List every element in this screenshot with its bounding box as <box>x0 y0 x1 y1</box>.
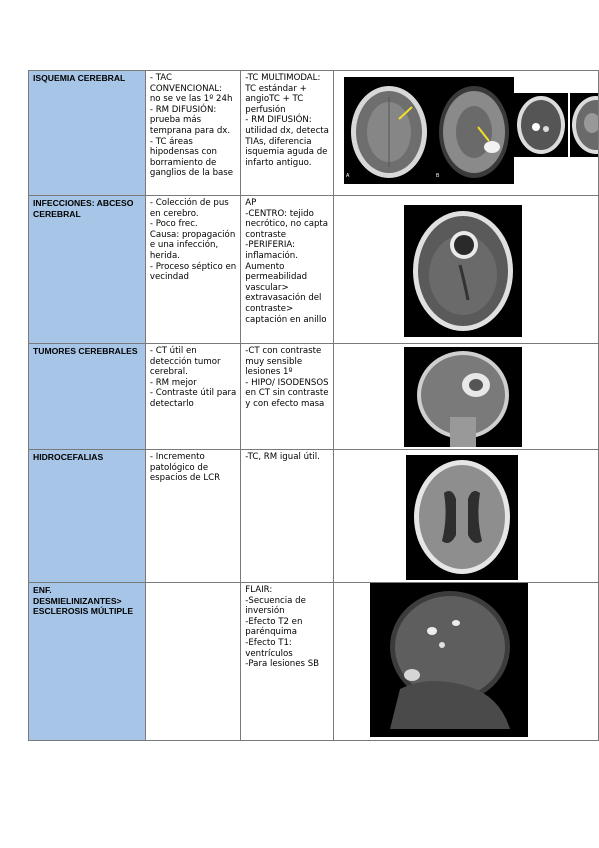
cell-line: utilidad dx, detecta <box>245 125 329 136</box>
cell-line: - TAC <box>149 73 173 83</box>
table-row: INFECCIONES: ABCESO CEREBRAL - Colección… <box>28 195 599 344</box>
cell-line: - RM DIFUSIÓN: <box>245 115 312 126</box>
cell-line: -Efecto T2 en <box>245 616 303 627</box>
category-cell: ENF. DESMIELINIZANTES> ESCLEROSIS MÚLTIP… <box>28 582 146 741</box>
cell-line: - Proceso séptico en <box>149 261 237 272</box>
cell-line: herida. <box>149 250 180 261</box>
category-cell: HIDROCEFALIAS <box>28 449 146 583</box>
cell-line: lesiones 1º <box>245 367 293 378</box>
cell-line: captación en anillo <box>245 314 327 325</box>
cell-line: ventrículos <box>245 648 293 659</box>
cell-line: - CT útil en <box>149 346 197 356</box>
cell-line: -TC MULTIMODAL: <box>245 73 321 83</box>
cell-line: TIAs, diferencia <box>245 136 312 147</box>
image-cell <box>332 582 599 741</box>
category-cell: TUMORES CEREBRALES <box>28 343 146 450</box>
cell-line: espacios de LCR <box>149 473 221 484</box>
image-cell <box>332 449 599 583</box>
cell-line: temprana para dx. <box>149 125 231 136</box>
cell-line: -CENTRO: tejido <box>245 208 314 219</box>
cell-line: necrótico, no capta <box>245 219 329 230</box>
cell-line: borramiento de <box>149 157 217 168</box>
cell-line: ganglios de la base <box>149 168 234 179</box>
cell-line: en CT sin contraste <box>245 388 329 399</box>
image-cell <box>332 195 599 344</box>
cell-line: inversión <box>245 606 285 617</box>
cell-line: -Para lesiones SB <box>245 659 320 670</box>
table-row: ENF. DESMIELINIZANTES> ESCLEROSIS MÚLTIP… <box>28 582 599 741</box>
cell-line: angioTC + TC <box>245 94 304 105</box>
cell-line: vascular> <box>245 282 289 293</box>
cell-line: patológico de <box>149 462 209 473</box>
cell-line: muy sensible <box>245 356 303 367</box>
category-cell: INFECCIONES: ABCESO CEREBRAL <box>28 195 146 344</box>
cell-line: Causa: propagación <box>149 229 236 240</box>
cell-line: permeabilidad <box>245 272 308 283</box>
dwi-scan-image: B <box>433 77 514 184</box>
cell-line: FLAIR: <box>245 585 273 595</box>
cell-line: hipodensas con <box>149 147 217 158</box>
ct-scan-image: A <box>343 77 434 184</box>
cell-line: - Colección de pus <box>149 198 229 208</box>
cell-line: y con efecto masa <box>245 398 325 409</box>
cell-line: detectarlo <box>149 398 194 409</box>
cell-line: TC estándar + <box>245 83 307 94</box>
abscess-ct-image <box>403 205 522 337</box>
cell-line: - RM mejor <box>149 377 197 388</box>
advanced-cell: -TC MULTIMODAL:TC estándar +angioTC + TC… <box>240 70 334 196</box>
cell-line: perfusión <box>245 104 286 115</box>
cell-line: contraste> <box>245 303 294 314</box>
cell-line: isquemia aguda de <box>245 147 328 158</box>
cell-line: - Poco frec. <box>149 219 198 230</box>
panel-label: B <box>435 171 440 182</box>
cell-line: e una infección, <box>149 240 219 251</box>
cell-line: parénquima <box>245 627 298 638</box>
image-cell <box>332 343 599 450</box>
cell-line: - Contraste útil para <box>149 388 237 399</box>
cell-line: - TC áreas <box>149 136 193 147</box>
cell-line: - RM DIFUSIÓN: <box>149 104 217 115</box>
conventional-cell <box>144 582 242 741</box>
cell-line: vecindad <box>149 272 189 283</box>
panel-label: A <box>345 171 350 182</box>
flair-mri-image <box>369 583 528 737</box>
cell-line: no se ve las 1º 24h <box>149 94 233 105</box>
cell-line: detección tumor <box>149 356 221 367</box>
cell-line: - HIPO/ ISODENSOS <box>245 377 329 388</box>
cell-line: inflamación. <box>245 250 298 261</box>
image-cell: A B <box>332 70 599 196</box>
cell-line: prueba más <box>149 115 202 126</box>
advanced-cell: -TC, RM igual útil. <box>240 449 334 583</box>
cell-line: -Secuencia de <box>245 595 306 606</box>
cell-line: en cerebro. <box>149 208 199 219</box>
cell-line: -Efecto T1: <box>245 637 292 648</box>
cell-line: -PERIFERIA: <box>245 240 296 251</box>
cell-line: infarto antiguo. <box>245 157 312 168</box>
cell-line: AP <box>245 198 257 208</box>
cell-line: -TC, RM igual útil. <box>245 452 320 462</box>
cell-line: contraste <box>245 229 287 240</box>
cell-line: CONVENCIONAL: <box>149 83 223 94</box>
cell-line: - Incremento <box>149 452 205 462</box>
cell-line: cerebral. <box>149 367 188 378</box>
perfusion-scan-image <box>513 93 568 157</box>
category-cell: ISQUEMIA CEREBRAL <box>28 70 146 196</box>
cell-line: -CT con contraste <box>245 346 322 356</box>
cell-line: extravasación del <box>245 293 322 304</box>
hydrocephalus-ct-image <box>405 455 518 580</box>
perfusion-scan-image <box>569 93 598 157</box>
cell-line: Aumento <box>245 261 285 272</box>
tumor-mri-image <box>403 347 522 447</box>
